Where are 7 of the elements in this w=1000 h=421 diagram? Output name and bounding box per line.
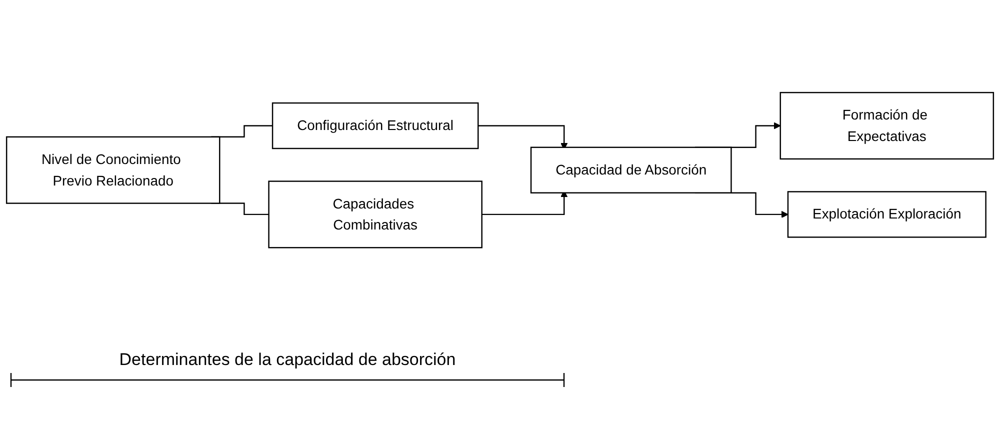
- scope-label: Determinantes de la capacidad de absorción: [118, 350, 457, 370]
- node-box: Formación de Expectativas: [780, 92, 994, 160]
- node-box: Capacidad de Absorción: [530, 146, 732, 194]
- node-box: Nivel de Conocimiento Previo Relacionado: [6, 136, 220, 204]
- node-box: Configuración Estructural: [272, 102, 479, 149]
- node-box: Explotación Exploración: [787, 191, 986, 238]
- node-box: Capacidades Combinativas: [268, 180, 482, 248]
